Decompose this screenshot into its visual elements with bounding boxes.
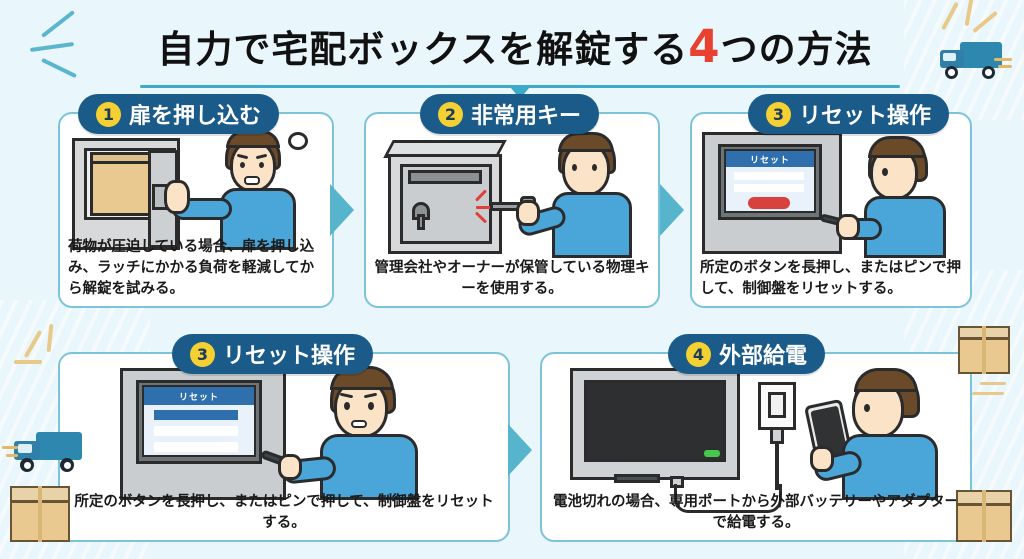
box-tape — [981, 326, 987, 374]
title-block: 自力で宅配ボックスを解錠する4つの方法 — [0, 8, 1024, 99]
card-3-title: リセット操作 — [799, 104, 932, 129]
card-3-caption: 所定のボタンを長押し、またはピンで押して、制御盤をリセットする。 — [700, 259, 961, 297]
title-main-text: 自力で宅配ボックスを解錠する — [157, 28, 689, 71]
arrow-1-to-2 — [330, 184, 354, 236]
display-panel-port-strip — [614, 474, 660, 483]
impact-line-2 — [476, 206, 492, 209]
usb-cable — [674, 484, 782, 513]
package-lid — [90, 152, 152, 164]
panel-screen-field-1 — [734, 172, 804, 180]
box-tape — [37, 486, 43, 542]
arrow-3-to-4 — [508, 424, 532, 476]
card-4: リセット 所定のボタンを長押し、またはピンで押して、制御盤をリセットする。 — [58, 352, 510, 542]
person-eye-left — [240, 162, 245, 168]
illustration-reset-panel: リセット — [692, 114, 970, 264]
panel-screen-title-2: リセット — [144, 387, 254, 405]
sweat-drop-icon — [288, 132, 308, 150]
card-5-title-pill: 4 外部給電 — [668, 334, 826, 374]
mail-slot — [408, 170, 482, 184]
card-5: 電池切れの場合、専用ポートから外部バッテリーやアダプターで給電する。 — [540, 352, 972, 542]
card-2-number-badge: 2 — [438, 101, 463, 127]
person-2-eye-left — [572, 164, 577, 171]
person-2-hand-holding-key — [516, 200, 540, 226]
card-3-number-badge: 3 — [766, 101, 791, 127]
delivery-truck-icon-header — [938, 40, 1012, 82]
cardboard-box-icon-right-top — [958, 326, 1010, 374]
page-title: 自力で宅配ボックスを解錠する4つの方法 — [100, 24, 930, 73]
wall-outlet-socket — [768, 392, 786, 418]
person-4-mouth — [351, 420, 367, 428]
display-panel-screen — [584, 380, 726, 462]
cardboard-box-icon-bottomleft — [10, 486, 70, 542]
panel-screen-field-2 — [734, 184, 804, 192]
panel-screen-row-selected — [154, 410, 238, 420]
card-1-title-pill: 1 扉を押し込む — [78, 94, 280, 134]
person-3-torso — [864, 196, 946, 258]
person-4-torso — [320, 434, 418, 500]
person-5-hand — [810, 446, 834, 472]
title-number-text: 4 — [688, 20, 721, 73]
person-hand-pushing — [164, 180, 190, 214]
power-led-indicator — [704, 450, 720, 457]
card-1: 荷物が圧迫している場合、扉を押し込み、ラッチにかかる負荷を軽減してから解錠を試み… — [58, 112, 334, 308]
illustration-locker-push — [60, 114, 332, 264]
person-2-torso — [552, 192, 632, 258]
card-4-caption: 所定のボタンを長押し、またはピンで押して、制御盤をリセットする。 — [74, 493, 494, 531]
person-3-eye — [882, 168, 888, 176]
person-5-eye — [864, 404, 870, 412]
card-3: リセット 所定のボタンを長押し、またはピンで押して、制御盤をリセットする。 — [690, 112, 972, 308]
person-4-eye-left — [344, 402, 350, 410]
illustration-external-power — [542, 354, 970, 513]
card-5-title: 外部給電 — [719, 344, 808, 369]
panel-reset-button[interactable] — [748, 197, 790, 209]
card-4-number-badge: 3 — [190, 341, 215, 367]
title-underline — [140, 85, 900, 99]
cardboard-box-icon-right-bottom — [956, 490, 1012, 542]
panel-screen-row-3 — [154, 442, 238, 452]
person-5-fringe — [854, 368, 918, 392]
person-eye-right — [259, 162, 264, 168]
card-3-title-pill: 3 リセット操作 — [748, 94, 950, 134]
person-3-hand — [836, 214, 860, 240]
card-1-title: 扉を押し込む — [129, 104, 262, 129]
illustration-emergency-key — [366, 114, 658, 269]
arrow-2-to-3 — [660, 184, 684, 236]
card-1-number-badge: 1 — [96, 101, 121, 127]
usb-cable-vertical — [775, 442, 779, 490]
card-2-caption: 管理会社やオーナーが保管している物理キーを使用する。 — [374, 259, 650, 297]
panel-screen-title: リセット — [726, 151, 814, 167]
person-mouth-worried — [244, 176, 260, 185]
panel-screen-row-2 — [154, 426, 238, 436]
card-5-number-badge: 4 — [686, 341, 711, 367]
box-tape — [981, 490, 987, 542]
card-5-caption: 電池切れの場合、専用ポートから外部バッテリーやアダプターで給電する。 — [553, 493, 959, 531]
delivery-truck-icon-left — [2, 430, 90, 476]
card-4-title-pill: 3 リセット操作 — [172, 334, 374, 374]
card-2-title-pill: 2 非常用キー — [420, 94, 600, 134]
person-3-fringe — [868, 136, 926, 158]
card-1-caption: 荷物が圧迫している場合、扉を押し込み、ラッチにかかる負荷を軽減してから解錠を試み… — [68, 238, 315, 297]
person-2-fringe — [558, 132, 614, 152]
person-4-eye-right — [368, 402, 374, 410]
illustration-reset-panel-pen: リセット — [120, 354, 508, 504]
person-2-eye-right — [592, 164, 597, 171]
card-2-title: 非常用キー — [471, 104, 582, 129]
card-4-title: リセット操作 — [223, 344, 356, 369]
person-4-hand — [278, 454, 302, 480]
title-tail-text: つの方法 — [720, 28, 873, 71]
package-in-locker — [90, 158, 152, 216]
card-2: 管理会社やオーナーが保管している物理キーを使用する。 — [364, 112, 660, 308]
keyhole-stem — [417, 214, 425, 230]
